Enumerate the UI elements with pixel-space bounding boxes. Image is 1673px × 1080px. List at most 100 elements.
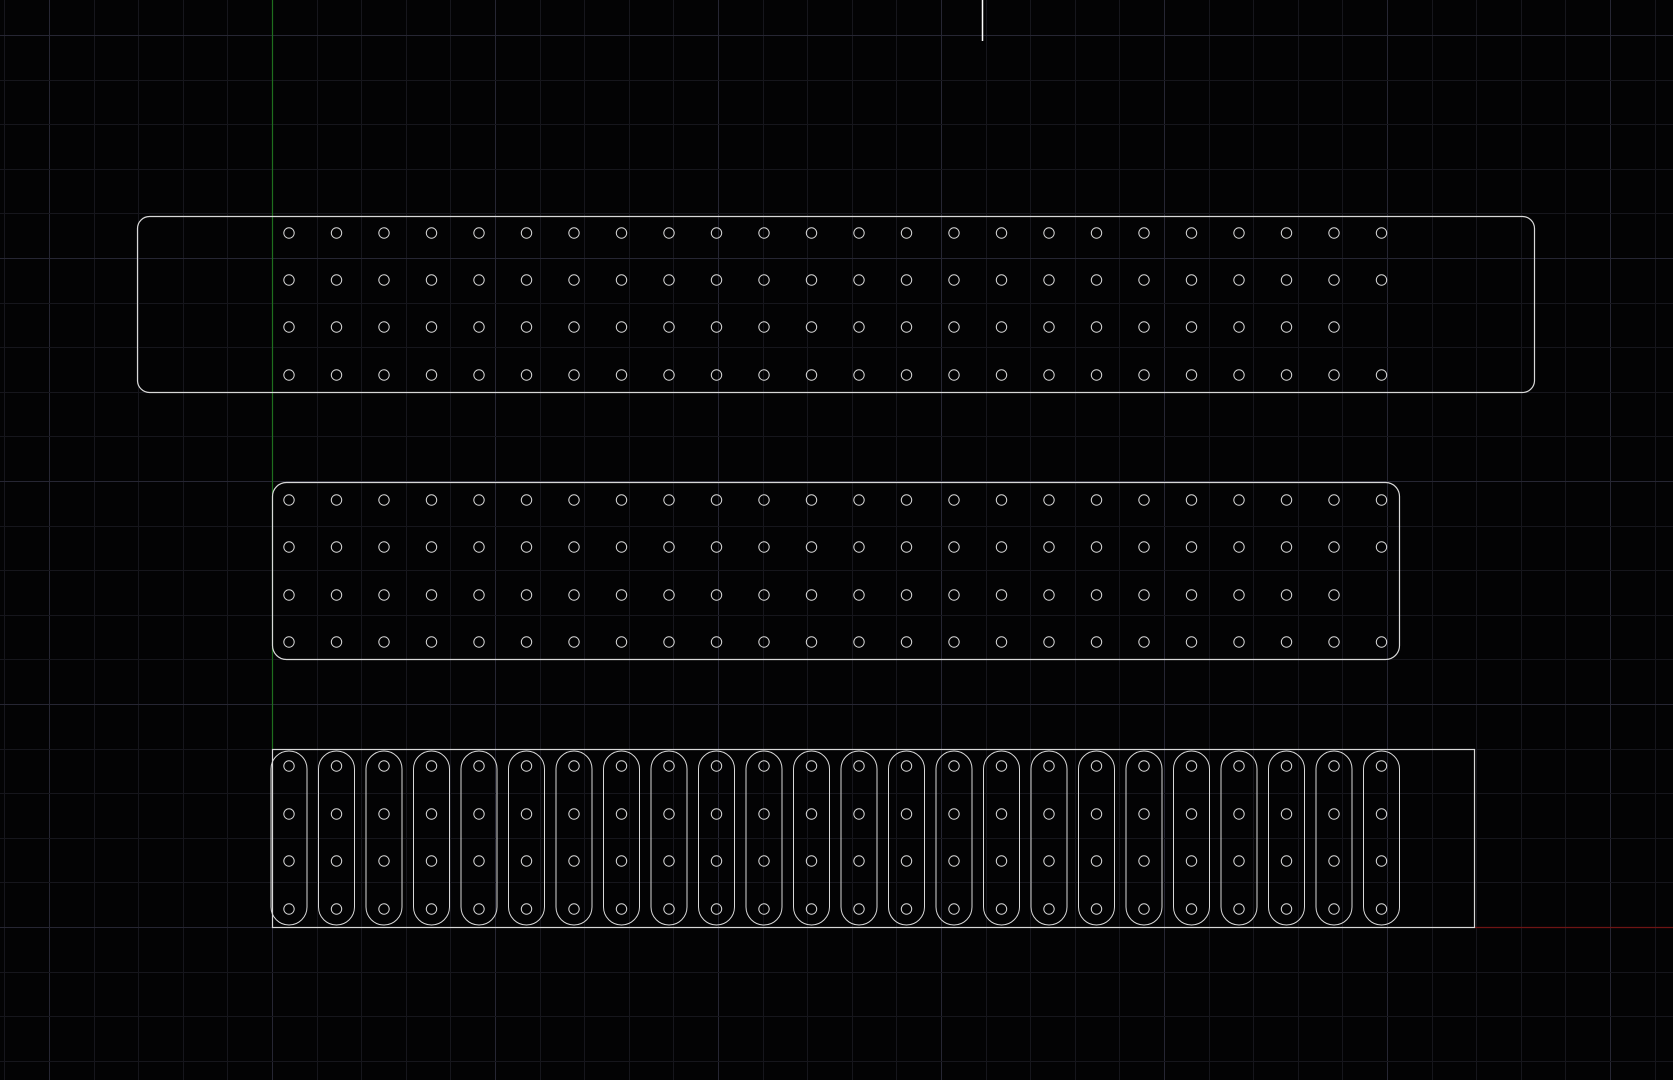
hole-circle[interactable] [473,589,485,601]
hole-circle[interactable] [710,541,723,553]
hole-circle[interactable] [568,589,580,601]
hole-circle[interactable] [473,760,485,772]
hole-circle[interactable] [1138,541,1150,553]
hole-circle[interactable] [283,855,295,867]
hole-circle[interactable] [425,855,438,867]
hole-circle[interactable] [615,855,628,867]
hole-circle[interactable] [758,760,770,772]
hole-circle[interactable] [283,541,295,553]
hole-circle[interactable] [615,903,628,915]
middle-plate[interactable] [271,481,1401,661]
hole-circle[interactable] [615,274,628,286]
hole-circle[interactable] [805,589,818,601]
hole-circle[interactable] [330,903,343,915]
hole-circle[interactable] [900,903,913,915]
middle-plate-outline[interactable] [271,481,1401,661]
hole-circle[interactable] [710,855,723,867]
hole-circle[interactable] [1090,541,1103,553]
hole-circle[interactable] [283,808,295,820]
hole-circle[interactable] [758,494,770,506]
hole-circle[interactable] [615,494,628,506]
hole-circle[interactable] [1090,494,1103,506]
hole-circle[interactable] [1185,227,1198,239]
hole-circle[interactable] [710,369,723,381]
hole-circle[interactable] [1280,760,1293,772]
hole-circle[interactable] [473,321,485,333]
hole-circle[interactable] [805,321,818,333]
hole-circle[interactable] [1375,808,1388,820]
hole-circle[interactable] [948,274,960,286]
slot-outline[interactable] [1125,750,1163,926]
hole-circle[interactable] [473,636,485,648]
hole-circle[interactable] [1185,855,1198,867]
hole-circle[interactable] [568,760,580,772]
hole-circle[interactable] [710,636,723,648]
hole-circle[interactable] [663,541,675,553]
hole-circle[interactable] [995,227,1008,239]
hole-circle[interactable] [1185,760,1198,772]
hole-circle[interactable] [995,589,1008,601]
slot-outline[interactable] [1315,750,1353,926]
hole-circle[interactable] [378,369,390,381]
hole-circle[interactable] [805,369,818,381]
hole-circle[interactable] [1233,636,1245,648]
slot-outline[interactable] [1363,750,1400,926]
slot-outline[interactable] [603,750,640,926]
hole-circle[interactable] [1233,321,1245,333]
hole-circle[interactable] [663,636,675,648]
hole-circle[interactable] [568,636,580,648]
slot-outline[interactable] [983,750,1020,926]
hole-circle[interactable] [425,760,438,772]
hole-circle[interactable] [995,855,1008,867]
hole-circle[interactable] [1138,494,1150,506]
hole-circle[interactable] [1090,903,1103,915]
hole-circle[interactable] [283,274,295,286]
hole-circle[interactable] [1328,494,1340,506]
hole-circle[interactable] [1043,274,1055,286]
hole-circle[interactable] [425,494,438,506]
hole-circle[interactable] [1375,541,1388,553]
hole-circle[interactable] [1138,589,1150,601]
hole-circle[interactable] [853,541,865,553]
hole-circle[interactable] [1185,903,1198,915]
hole-circle[interactable] [473,494,485,506]
hole-circle[interactable] [330,274,343,286]
hole-circle[interactable] [378,855,390,867]
hole-circle[interactable] [615,321,628,333]
hole-circle[interactable] [758,589,770,601]
hole-circle[interactable] [948,369,960,381]
hole-circle[interactable] [995,541,1008,553]
hole-circle[interactable] [853,903,865,915]
hole-circle[interactable] [710,494,723,506]
hole-circle[interactable] [378,227,390,239]
hole-circle[interactable] [900,369,913,381]
hole-circle[interactable] [758,636,770,648]
hole-circle[interactable] [710,589,723,601]
hole-circle[interactable] [1233,541,1245,553]
hole-circle[interactable] [1375,760,1388,772]
hole-circle[interactable] [948,227,960,239]
hole-circle[interactable] [378,903,390,915]
hole-circle[interactable] [663,855,675,867]
hole-circle[interactable] [520,494,533,506]
hole-circle[interactable] [1043,589,1055,601]
hole-circle[interactable] [758,227,770,239]
hole-circle[interactable] [330,855,343,867]
hole-circle[interactable] [1090,760,1103,772]
hole-circle[interactable] [283,636,295,648]
slot-outline[interactable] [413,750,450,926]
hole-circle[interactable] [330,636,343,648]
hole-circle[interactable] [425,589,438,601]
hole-circle[interactable] [1233,760,1245,772]
hole-circle[interactable] [995,760,1008,772]
hole-circle[interactable] [1138,321,1150,333]
hole-circle[interactable] [1280,369,1293,381]
hole-circle[interactable] [663,903,675,915]
hole-circle[interactable] [853,321,865,333]
hole-circle[interactable] [1280,636,1293,648]
hole-circle[interactable] [1280,227,1293,239]
hole-circle[interactable] [948,541,960,553]
hole-circle[interactable] [805,855,818,867]
hole-circle[interactable] [995,274,1008,286]
